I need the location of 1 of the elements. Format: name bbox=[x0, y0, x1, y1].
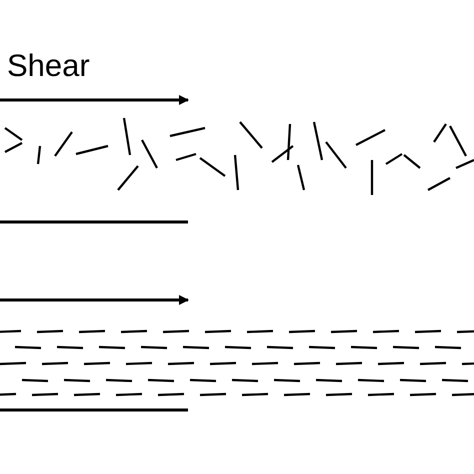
shear-label: Shear bbox=[7, 50, 90, 81]
